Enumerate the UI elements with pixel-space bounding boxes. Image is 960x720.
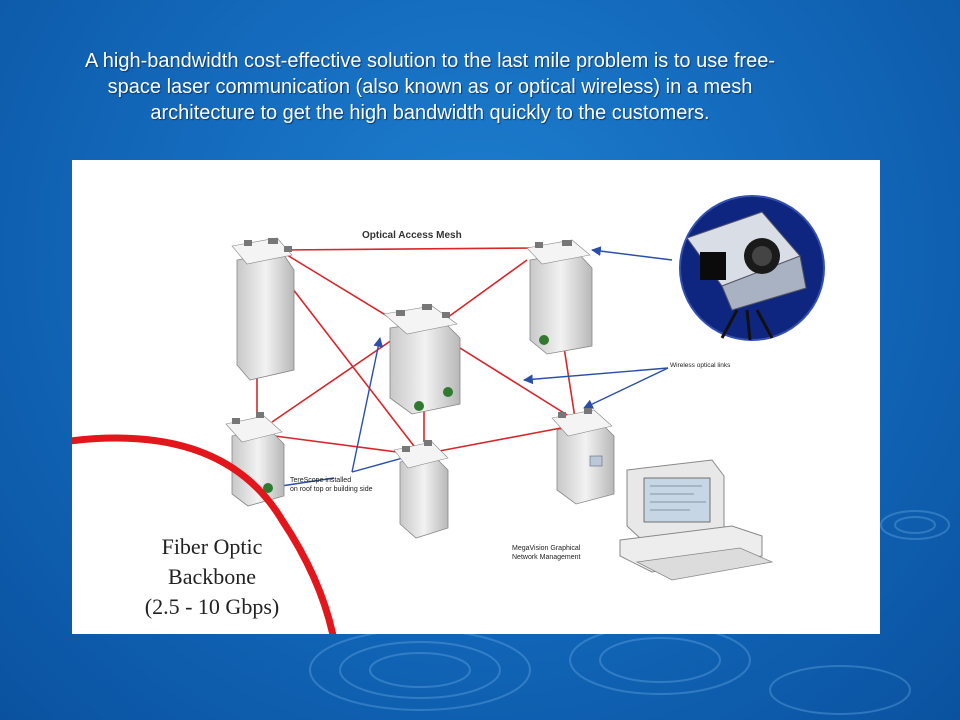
mesh-diagram-figure: Optical Access Mesh Wireless optical lin… — [72, 160, 880, 634]
terescope-photo — [679, 195, 825, 341]
headline-line: architecture to get the high bandwidth q… — [150, 102, 710, 124]
megavision-label-line: Network Management — [512, 554, 581, 561]
fiber-backbone-arc — [72, 434, 337, 634]
wireless-links-label: Wireless optical links — [670, 362, 731, 369]
building-bottom-right — [551, 408, 615, 505]
headline-line: space laser communication (also known as… — [107, 76, 753, 98]
backbone-line: Fiber Optic — [161, 534, 263, 559]
terescope-label-line: on roof top or building side — [290, 486, 373, 493]
backbone-line: Backbone — [168, 564, 256, 589]
mesh-diagram-svg — [72, 195, 825, 634]
building-bottom-center — [393, 440, 449, 539]
fiber-backbone-label: Fiber Optic Backbone (2.5 - 10 Gbps) — [92, 532, 332, 622]
megavision-label-line: MegaVision Graphical — [512, 545, 581, 552]
backbone-line: (2.5 - 10 Gbps) — [144, 594, 280, 619]
mesh-title-label: Optical Access Mesh — [362, 230, 462, 241]
annotation-arrows — [267, 246, 673, 492]
slide-headline: A high-bandwidth cost-effective solution… — [10, 48, 850, 126]
terescope-label-line: TereScope installed — [290, 477, 352, 484]
building-center — [383, 304, 461, 415]
terescope-label: TereScope installed on roof top or build… — [290, 476, 373, 494]
megavision-label: MegaVision Graphical Network Management — [512, 544, 580, 562]
computer-workstation — [619, 459, 774, 581]
building-bottom-left — [225, 412, 285, 507]
building-top-left — [231, 237, 295, 381]
building-top-right — [526, 239, 593, 355]
headline-line: A high-bandwidth cost-effective solution… — [85, 50, 775, 72]
